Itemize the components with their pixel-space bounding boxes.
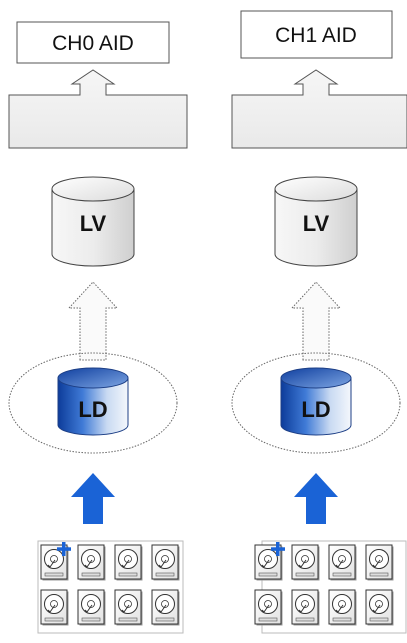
aid-label-ch1: CH1 AID <box>275 24 357 47</box>
hard-disk-icon <box>328 544 357 581</box>
ld-label-ch1: LD <box>301 397 330 422</box>
blue-up-arrow-icon <box>71 473 115 524</box>
hard-disk-icon <box>254 589 283 626</box>
hard-disk-icon <box>328 589 357 626</box>
aid-label-ch0: CH0 AID <box>52 32 134 55</box>
ld-cylinder-ch1: LD <box>280 367 352 436</box>
dotted-arrow-icon <box>67 281 119 361</box>
disk-with-plus-icon <box>40 542 71 581</box>
hard-disk-icon <box>291 544 320 581</box>
lv-label-ch0: LV <box>80 211 107 236</box>
hard-disk-icon <box>151 589 180 626</box>
ld-group-outline <box>231 352 401 454</box>
hard-disk-icon <box>365 544 394 581</box>
disk-group-frame <box>37 540 184 634</box>
up-arrow-outline-icon <box>8 69 188 149</box>
hard-disk-icon <box>291 589 320 626</box>
disk-with-plus-icon <box>254 542 285 581</box>
hard-disk-icon <box>114 589 143 626</box>
lv-cylinder-ch1: LV <box>274 176 358 267</box>
hard-disk-icon <box>77 589 106 626</box>
hard-disk-icon <box>114 544 143 581</box>
dotted-arrow-icon <box>290 281 342 361</box>
hard-disk-icon <box>151 544 180 581</box>
hard-disk-icon <box>77 544 106 581</box>
disk-group-frame <box>261 540 407 634</box>
up-arrow-outline-icon <box>231 69 407 149</box>
aid-box-ch0 <box>16 21 170 64</box>
disk-grid-ch0 <box>40 542 180 626</box>
disk-grid-ch1 <box>254 542 394 626</box>
ld-group-outline <box>8 352 178 454</box>
column-ch1: CH1 AID LV LD <box>231 10 407 634</box>
ld-label-ch0: LD <box>78 397 107 422</box>
aid-box-ch1 <box>240 10 393 59</box>
ld-cylinder-ch0: LD <box>57 367 129 436</box>
hard-disk-icon <box>365 589 394 626</box>
blue-up-arrow-icon <box>294 473 338 524</box>
column-ch0: CH0 AID LV LD <box>8 21 188 634</box>
lv-cylinder-ch0: LV <box>51 176 135 267</box>
lv-label-ch1: LV <box>303 211 330 236</box>
hard-disk-icon <box>40 589 69 626</box>
